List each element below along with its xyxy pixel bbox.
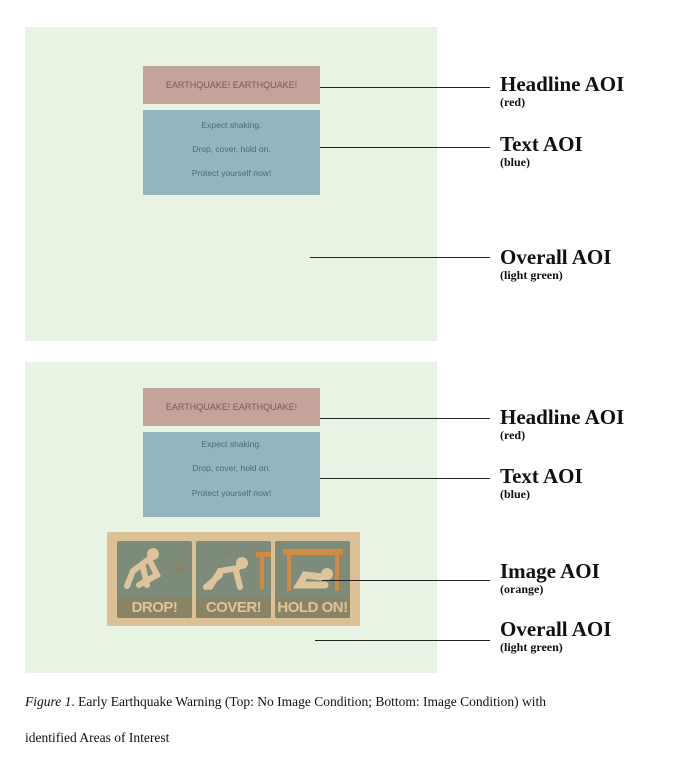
label-sub: (orange) [500, 582, 544, 596]
figure-caption-line2: identified Areas of Interest [25, 730, 169, 746]
label-sub: (blue) [500, 487, 530, 501]
person-under-table-icon [283, 549, 343, 591]
pointer-line [320, 478, 490, 479]
image-aoi: DROP! COVER! HOLD ON! [107, 532, 360, 626]
label-text-aoi: Text AOI(blue) [500, 465, 583, 501]
person-crawling-icon [203, 547, 271, 590]
label-title: Text AOI [500, 464, 583, 488]
label-title: Headline AOI [500, 72, 625, 96]
hold-on-tile: HOLD ON! [275, 541, 350, 618]
figure-caption: Figure 1. Early Earthquake Warning (Top:… [25, 694, 546, 710]
pointer-line [315, 640, 490, 641]
bottom-text-aoi: Expect shaking. Drop, cover, hold on. Pr… [143, 432, 320, 517]
pointer-line [310, 257, 490, 258]
label-sub: (red) [500, 95, 526, 109]
label-overall-aoi: Overall AOI(light green) [500, 246, 611, 282]
label-title: Overall AOI [500, 617, 612, 641]
drop-tile: DROP! [117, 541, 192, 618]
text-line: Expect shaking. [201, 439, 262, 449]
pointer-line [320, 147, 490, 148]
headline-text: EARTHQUAKE! EARTHQUAKE! [165, 80, 298, 90]
label-sub: (light green) [500, 640, 563, 654]
label-image-aoi: Image AOI(orange) [500, 560, 600, 596]
cover-tile: COVER! [196, 541, 271, 618]
label-sub: (red) [500, 428, 526, 442]
pointer-line [320, 418, 490, 419]
caption-text: . Early Earthquake Warning (Top: No Imag… [71, 694, 547, 709]
cover-caption: COVER! [196, 598, 271, 618]
text-line: Protect yourself now! [191, 168, 272, 178]
text-line: Drop, cover, hold on. [192, 463, 271, 473]
label-title: Text AOI [500, 132, 583, 156]
pointer-line [322, 580, 490, 581]
label-text-aoi: Text AOI(blue) [500, 133, 583, 169]
text-line: Expect shaking. [201, 120, 262, 130]
person-dropping-icon [124, 548, 187, 589]
label-title: Headline AOI [500, 405, 625, 429]
label-title: Overall AOI [500, 245, 612, 269]
label-title: Image AOI [500, 559, 600, 583]
pointer-line [320, 87, 490, 88]
label-overall-aoi: Overall AOI(light green) [500, 618, 611, 654]
hold-on-caption: HOLD ON! [275, 598, 350, 618]
top-headline-aoi: EARTHQUAKE! EARTHQUAKE! [143, 66, 320, 104]
text-line: Drop, cover, hold on. [192, 144, 271, 154]
label-sub: (light green) [500, 268, 563, 282]
figure-label: Figure 1 [25, 694, 72, 709]
caption-text: identified Areas of Interest [25, 730, 170, 745]
drop-caption: DROP! [117, 598, 192, 618]
top-text-aoi: Expect shaking. Drop, cover, hold on. Pr… [143, 110, 320, 195]
text-line: Protect yourself now! [191, 488, 272, 498]
label-headline-aoi: Headline AOI(red) [500, 73, 624, 109]
label-headline-aoi: Headline AOI(red) [500, 406, 624, 442]
label-sub: (blue) [500, 155, 530, 169]
bottom-headline-aoi: EARTHQUAKE! EARTHQUAKE! [143, 388, 320, 426]
headline-text: EARTHQUAKE! EARTHQUAKE! [165, 402, 298, 412]
